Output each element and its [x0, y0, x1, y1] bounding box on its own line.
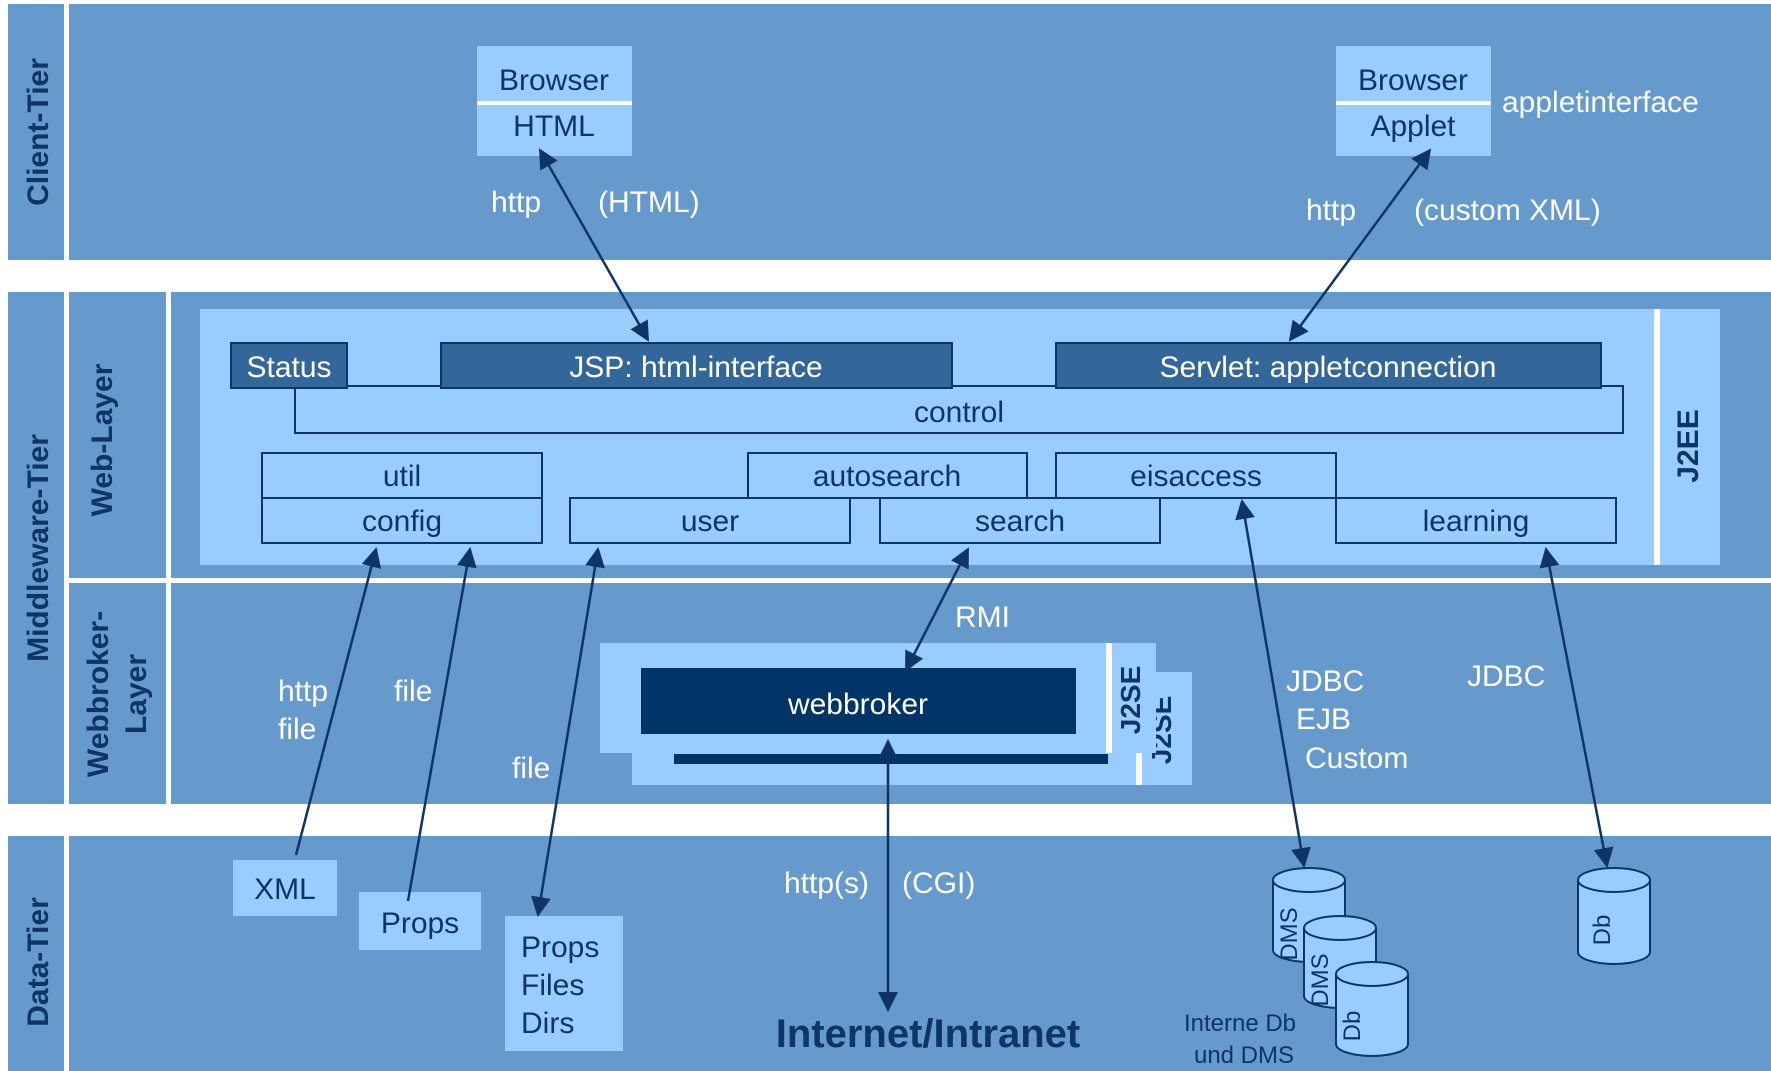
internet-intranet-label: Internet/Intranet [776, 1012, 1080, 1056]
servlet-box [1055, 342, 1602, 389]
file-config-label: file [278, 713, 316, 746]
autosearch-label: autosearch [813, 460, 961, 493]
file-props-label: file [394, 675, 432, 708]
layer-divider [69, 578, 1771, 583]
browser-applet-subtitle: Applet [1370, 110, 1456, 143]
util-label: util [383, 460, 421, 493]
arrow-learning-db [1539, 547, 1614, 868]
data-tier-label: Data-Tier [22, 897, 55, 1027]
browser-applet-box: Browser Applet [1336, 46, 1491, 156]
arrow-browser-jsp [538, 148, 650, 342]
control-label: control [914, 396, 1004, 429]
props-files-dirs-box [505, 916, 623, 1051]
eisaccess-box [1055, 452, 1337, 499]
browser-html-subtitle: HTML [513, 110, 595, 143]
util-box [261, 452, 543, 499]
web-layer-label: Web-Layer [86, 363, 119, 516]
arrow-props-config [406, 547, 477, 902]
html-payload-label: (HTML) [598, 186, 700, 219]
search-box [879, 497, 1161, 544]
webbroker-stack: J2SE J2SE webbroker [600, 643, 1192, 785]
browser-applet-title: Browser [1358, 64, 1468, 97]
servlet-label: Servlet: appletconnection [1160, 351, 1497, 384]
internal-db-label-line1: Interne Db [1184, 1010, 1296, 1037]
tier-label-divider [64, 0, 69, 1071]
rmi-label: RMI [955, 601, 1010, 634]
http-html-label: http [491, 186, 541, 219]
props-box [359, 892, 481, 950]
browser-html-title: Browser [499, 64, 609, 97]
config-box [261, 497, 543, 544]
file-user-label: file [512, 752, 550, 785]
status-box [230, 342, 348, 389]
http-config-label: http [278, 675, 328, 708]
eisaccess-label: eisaccess [1130, 460, 1262, 493]
jsp-label: JSP: html-interface [569, 351, 822, 384]
cgi-label: (CGI) [902, 867, 975, 900]
jdbc-learning-label: JDBC [1467, 660, 1545, 693]
dirs-label: Dirs [521, 1007, 574, 1040]
learning-label: learning [1423, 505, 1530, 538]
props-files-label: Props [521, 931, 599, 964]
http-applet-label: http [1306, 194, 1356, 227]
custom-label: Custom [1305, 742, 1408, 775]
config-label: config [362, 505, 442, 538]
db-right-label: Db [1589, 915, 1616, 946]
props-label: Props [381, 907, 459, 940]
db-stack-label: Db [1339, 1011, 1366, 1042]
dms2-label: DMS [1307, 953, 1334, 1006]
xml-label: XML [254, 873, 316, 906]
appletinterface-label: appletinterface [1502, 86, 1699, 119]
webbroker-label: webbroker [787, 688, 928, 721]
files-label: Files [521, 969, 584, 1002]
db-stack-cylinder: Db [1335, 961, 1409, 1057]
control-box [294, 385, 1624, 434]
search-label: search [975, 505, 1065, 538]
middleware-tier-label: Middleware-Tier [22, 434, 55, 662]
learning-box [1335, 497, 1617, 544]
jdbc-eis-label: JDBC [1286, 665, 1364, 698]
webbroker-box [641, 668, 1076, 734]
jsp-box [440, 342, 953, 389]
layer-label-divider [166, 292, 171, 804]
arrow-user-files [531, 547, 605, 917]
xml-box [233, 860, 337, 916]
db-cylinder-right: Db [1577, 867, 1651, 965]
internal-db-label-line2: und DMS [1194, 1042, 1294, 1069]
j2ee-divider [1654, 309, 1660, 565]
j2ee-label: J2EE [1672, 409, 1705, 482]
arrow-search-webbroker [904, 547, 970, 672]
status-label: Status [246, 351, 331, 384]
webbroker-layer-label-line2: Layer [120, 654, 153, 734]
j2se-front-label: J2SE [1115, 666, 1146, 735]
user-label: user [681, 505, 739, 538]
dms1-label: DMS [1276, 907, 1303, 960]
arrow-applet-servlet [1288, 148, 1432, 342]
https-label: http(s) [784, 867, 869, 900]
user-box [569, 497, 851, 544]
autosearch-box [747, 452, 1028, 499]
custom-xml-label: (custom XML) [1414, 194, 1601, 227]
client-tier-label: Client-Tier [22, 58, 55, 206]
arrow-eisaccess-dms [1235, 499, 1311, 868]
ejb-label: EJB [1296, 703, 1351, 736]
arrow-xml-config [294, 547, 382, 856]
browser-html-box: Browser HTML [477, 46, 632, 156]
webbroker-layer-label-line1: Webbroker- [82, 611, 115, 777]
connector-arrows [294, 148, 1614, 1012]
